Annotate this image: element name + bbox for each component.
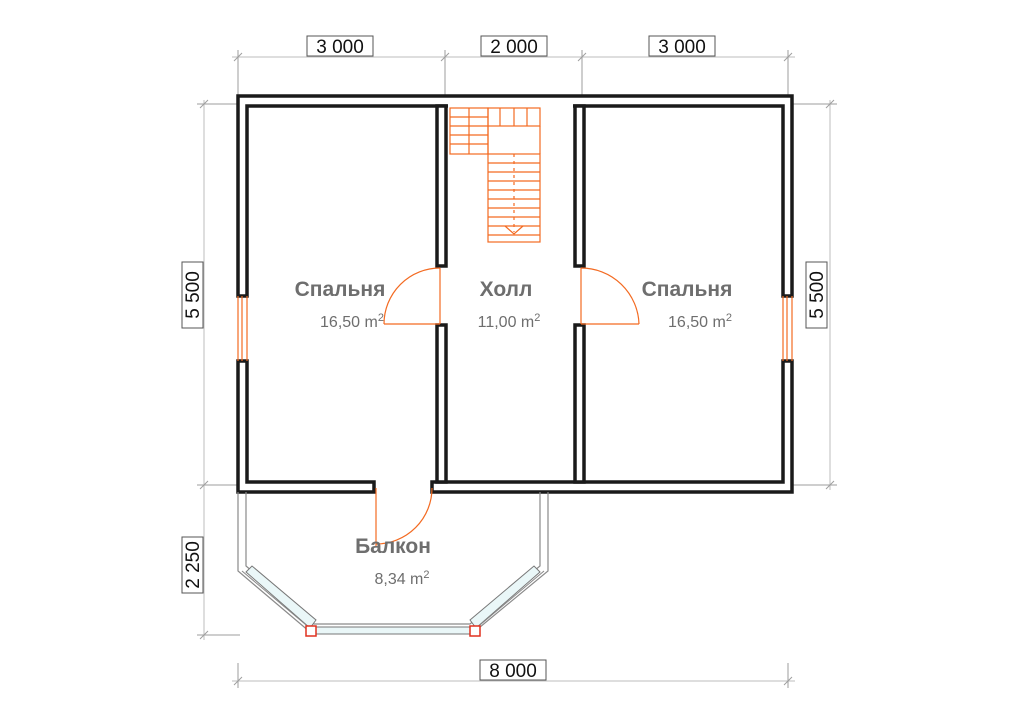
room-area: 8,34 m2 [374,569,429,588]
room-area: 16,50 m2 [320,312,384,331]
door-right-bedroom [580,267,640,325]
right-window [782,296,793,361]
right-dimension: 5 500 [790,99,837,490]
top-dim-right: 3 000 [658,37,706,58]
room-name: Балкон [355,535,431,558]
room-name: Спальня [642,278,733,301]
partition-left-upper [435,104,448,268]
left-dim-balcony: 2 250 [183,541,204,589]
left-dimension: 5 500 2 250 [181,99,240,640]
partition-right-upper [573,104,586,268]
room-area: 16,50 m2 [668,312,732,331]
room-area: 11,00 m2 [478,312,541,331]
bottom-dimension: 8 000 [232,659,795,688]
staircase [449,107,541,243]
bottom-dim-total: 8 000 [489,661,537,682]
right-dim-main: 5 500 [807,271,828,319]
door-left-bedroom [383,267,441,325]
top-dim-left: 3 000 [316,37,364,58]
balcony-post-left [305,625,317,637]
balcony-post-right [469,625,481,637]
partition-left-lower [435,323,448,484]
room-name: Спальня [295,278,386,301]
door-balcony [375,487,433,546]
room-label-hall: Холл 11,00 m2 [478,278,541,331]
room-name: Холл [480,278,533,301]
stair-opening [448,100,573,108]
partition-right-lower [573,323,586,484]
top-dimension: 3 000 2 000 3 000 [232,35,795,100]
left-dim-main: 5 500 [183,271,204,319]
room-label-balcony: Балкон 8,34 m2 [355,535,431,588]
left-window [237,296,248,361]
balcony-railing [237,492,549,637]
room-label-bedroom-left: Спальня 16,50 m2 [295,278,386,331]
top-dim-middle: 2 000 [490,37,538,58]
room-label-bedroom-right: Спальня 16,50 m2 [642,278,733,331]
